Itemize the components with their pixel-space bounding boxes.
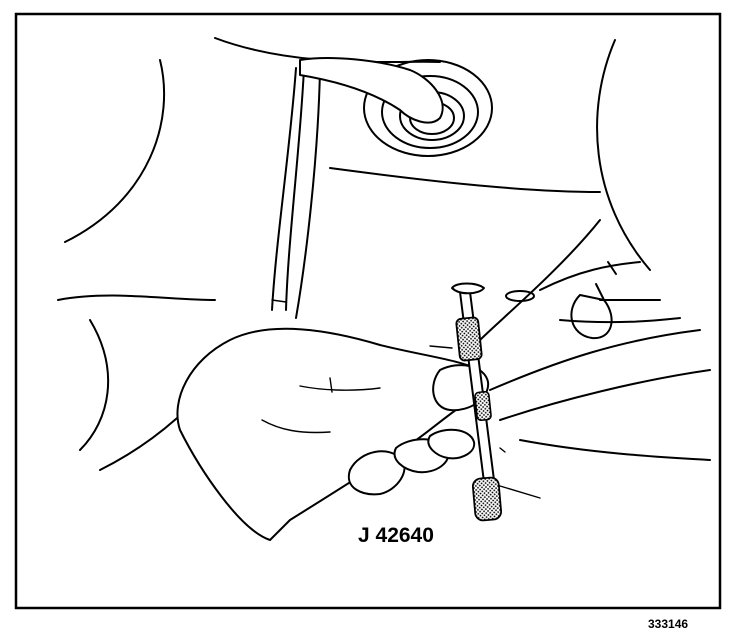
background-components [57, 37, 711, 471]
tool-j42640 [451, 282, 541, 522]
tool-label: J 42640 [358, 524, 434, 547]
figure-frame [14, 12, 722, 610]
technician-hands [176, 57, 490, 541]
figure-number: 333146 [648, 617, 688, 631]
